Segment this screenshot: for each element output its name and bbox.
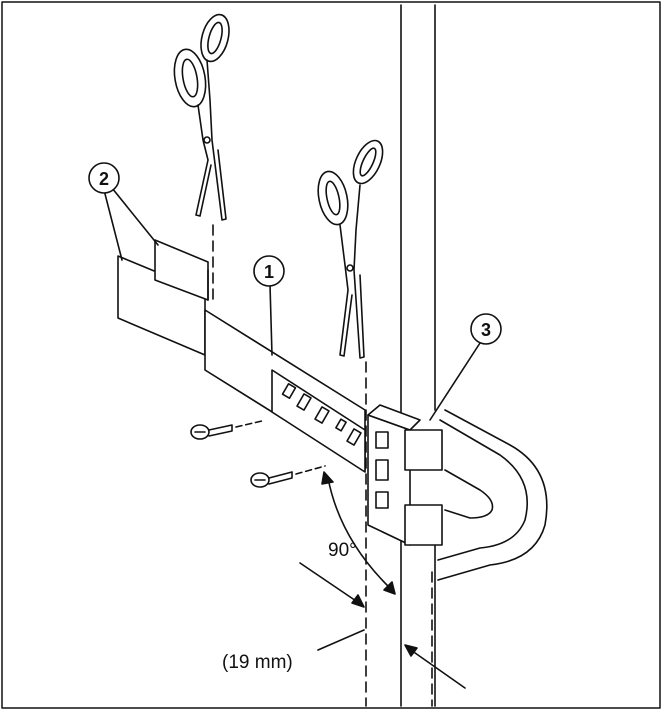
scissors-icon (317, 139, 384, 359)
hinge-plate (204, 309, 366, 473)
arrowhead-icon (321, 471, 334, 485)
offset-label: (19 mm) (222, 652, 293, 673)
dimension-arrow (407, 647, 466, 689)
tape-strips (117, 239, 209, 356)
arrowhead-icon (383, 581, 396, 595)
handle (437, 409, 548, 581)
callout-3 (470, 313, 502, 345)
arrowhead-icon (404, 644, 418, 657)
leader-line (103, 189, 123, 261)
leader-line (269, 284, 273, 356)
scissors-icon (173, 13, 230, 221)
leader-line (317, 629, 365, 651)
callout-2 (88, 162, 120, 194)
arrowhead-icon (351, 594, 365, 608)
corner-bracket (367, 404, 443, 546)
dimension-arrow (299, 562, 363, 606)
angle-label: 90° (328, 540, 357, 561)
leader-line (429, 342, 481, 421)
side-panel (400, 4, 436, 707)
callout-2-label: 2 (99, 169, 109, 189)
screw-icon (250, 465, 326, 488)
callout-3-label: 3 (481, 320, 491, 340)
callout-1-label: 1 (264, 262, 274, 282)
leader-line (111, 187, 159, 246)
angle-arc (327, 477, 393, 591)
callout-1 (253, 255, 285, 287)
screw-icon (190, 420, 263, 440)
